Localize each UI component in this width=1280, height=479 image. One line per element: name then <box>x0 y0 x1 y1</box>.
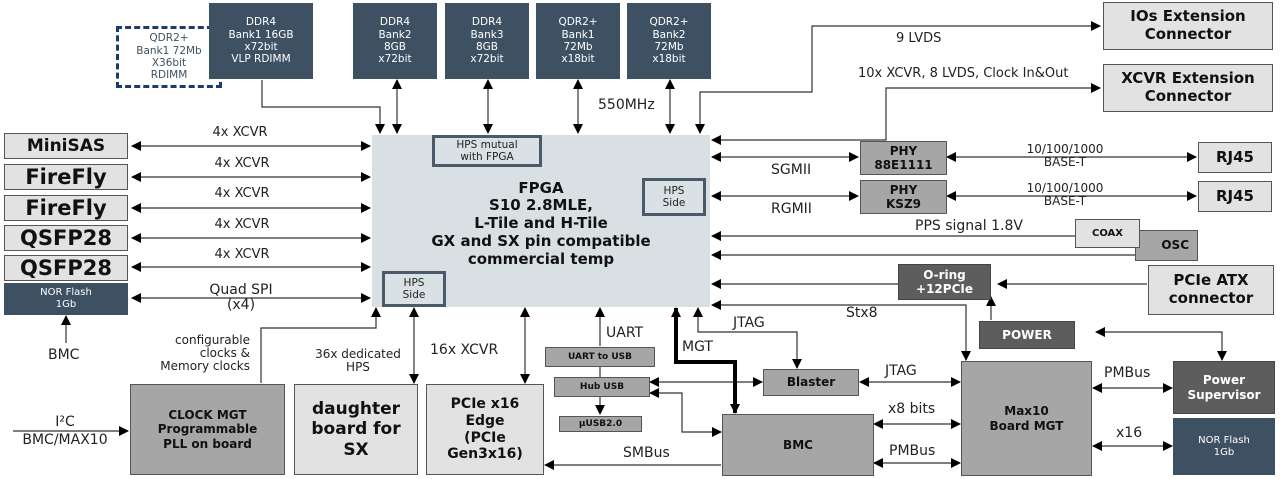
link-xcvr-ext <box>711 83 1101 145</box>
clock-mgt-box: CLOCK MGT Programmable PLL on board <box>130 384 285 475</box>
rgmii-label: RGMII <box>771 201 812 217</box>
jtag-top-label: JTAG <box>733 315 765 331</box>
qsfp28-connector-2: QSFP28 <box>4 255 128 281</box>
qdr-bank2-box: QDR2+ Bank2 72Mb x18bit <box>627 3 711 79</box>
coax-box: COAX <box>1075 219 1140 248</box>
xcvr-label-1: 4x XCVR <box>212 125 268 140</box>
pmbus-bmc-label: PMBus <box>889 443 936 459</box>
ios-extension-connector: IOs Extension Connector <box>1103 2 1273 50</box>
link-mgt <box>671 307 740 414</box>
sgmii-label: SGMII <box>771 162 812 178</box>
xcvr-label-4: 4x XCVR <box>214 217 270 232</box>
cfg-clocks-label: configurable clocks & Memory clocks <box>160 333 250 374</box>
i2c-label: I²C BMC/MAX10 <box>22 414 108 448</box>
nor-flash-left-box: NOR Flash 1Gb <box>4 283 128 315</box>
x8bits-label: x8 bits <box>888 401 936 417</box>
hps-mutual-box: HPS mutual with FPGA <box>432 135 542 167</box>
ddr4-bank2-box: DDR4 Bank2 8GB x72bit <box>353 3 437 79</box>
hub-usb-box: Hub USB <box>554 377 650 397</box>
bmc-box: BMC <box>722 414 874 476</box>
freq-label: 550MHz <box>598 97 655 113</box>
link-ddr4-bank1 <box>261 80 385 134</box>
mgt-label: MGT <box>682 339 713 355</box>
max10-box: Max10 Board MGT <box>961 361 1092 476</box>
xcvr-label-2: 4x XCVR <box>214 156 270 171</box>
power-supervisor-box: Power Supervisor <box>1173 361 1275 414</box>
uart-to-usb-box: UART to USB <box>545 347 655 367</box>
daughter-board-box: daughter board for SX <box>294 384 418 475</box>
smbus-label: SMBus <box>623 445 670 461</box>
link-clock-fpga <box>260 307 381 383</box>
phy-ksz9-box: PHY KSZ9 <box>860 180 947 214</box>
rj45-connector-1: RJ45 <box>1198 142 1272 173</box>
base-t-label-1: 10/100/1000 BASE-T <box>1026 142 1104 170</box>
usb2-box: µUSB2.0 <box>559 416 642 432</box>
qdr-bank1-box: QDR2+ Bank1 72Mb x18bit <box>536 3 620 79</box>
link-hub-bmc <box>649 388 722 437</box>
xcvr-label-5: 4x XCVR <box>214 247 270 262</box>
link-stx8 <box>711 300 971 361</box>
firefly-connector-1: FireFly <box>4 164 128 190</box>
hps-side-right-box: HPS Side <box>642 178 706 216</box>
qsfp28-connector-1: QSFP28 <box>4 225 128 251</box>
hps-side-left-box: HPS Side <box>382 271 446 307</box>
uart-label: UART <box>606 325 644 341</box>
pps-label: PPS signal 1.8V <box>915 218 1023 234</box>
power-box: POWER <box>979 321 1075 349</box>
link-power-supervisor <box>1095 327 1227 361</box>
osc-box: OSC <box>1135 230 1198 261</box>
stx8-label: Stx8 <box>846 305 878 321</box>
xcvr-extension-connector: XCVR Extension Connector <box>1103 64 1273 112</box>
quad-spi-label: Quad SPI (x4) <box>209 282 273 314</box>
xcvr16-label: 16x XCVR <box>430 342 499 358</box>
pcie-atx-connector: PCIe ATX connector <box>1148 265 1274 315</box>
lvds-label: 9 LVDS <box>896 31 942 46</box>
qdr-optional-box: QDR2+ Bank1 72Mb X36bit RDIMM <box>116 26 222 88</box>
rj45-connector-2: RJ45 <box>1198 181 1272 212</box>
nor-flash-right-box: NOR Flash 1Gb <box>1173 418 1275 475</box>
x16-label: x16 <box>1116 425 1143 441</box>
ddr4-bank1-box: DDR4 Bank1 16GB x72bit VLP RDIMM <box>209 3 313 79</box>
bmc-source-label: BMC <box>48 347 80 363</box>
xcvr-ext-label: 10x XCVR, 8 LVDS, Clock In&Out <box>858 66 1069 81</box>
firefly-connector-2: FireFly <box>4 195 128 221</box>
ddr4-bank3-box: DDR4 Bank3 8GB x72bit <box>445 3 529 79</box>
phy-88e1111-box: PHY 88E1111 <box>860 141 947 175</box>
hps-dedicated-label: 36x dedicated HPS <box>315 347 401 375</box>
pcie-edge-box: PCIe x16 Edge (PCIe Gen3x16) <box>426 384 544 475</box>
minisas-connector: MiniSAS <box>4 133 128 159</box>
pmbus-supervisor-label: PMBus <box>1104 365 1151 381</box>
blaster-box: Blaster <box>763 369 859 396</box>
jtag-label: JTAG <box>885 363 917 379</box>
oring-box: O-ring +12PCIe <box>898 264 991 300</box>
xcvr-label-3: 4x XCVR <box>214 186 270 201</box>
base-t-label-2: 10/100/1000 BASE-T <box>1026 181 1104 209</box>
